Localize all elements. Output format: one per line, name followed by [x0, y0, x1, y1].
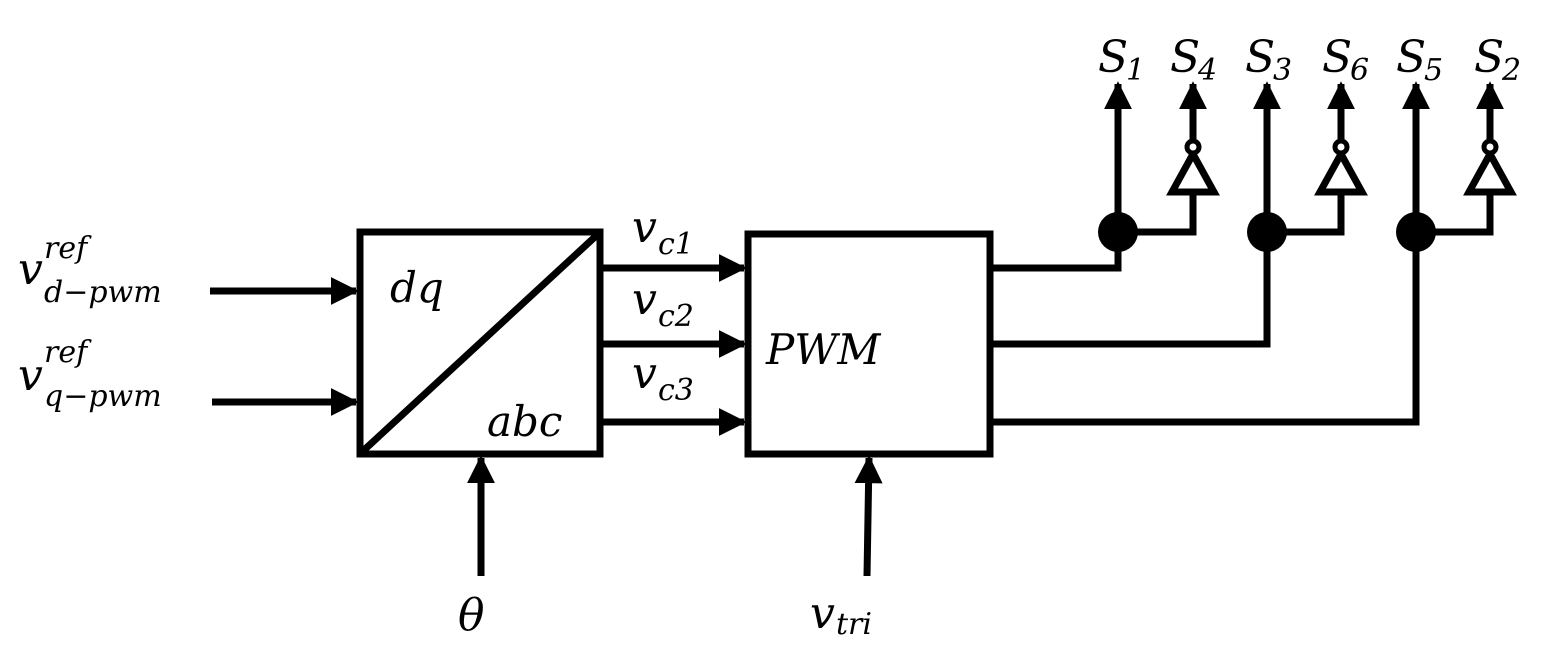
dq-label: dq [390, 263, 444, 312]
leg-b-branch-wire [1267, 194, 1345, 236]
leg-a-not-gate-icon [1166, 146, 1220, 196]
theta-label: θ [458, 590, 485, 641]
vc1-label: v c1 [632, 202, 694, 262]
leg-c-not-bubble-icon [1481, 138, 1499, 156]
vc3-label: v c3 [632, 348, 694, 408]
vq-ref-label: v ref q−pwm [18, 335, 162, 414]
pwm-block [744, 230, 994, 458]
vc2-label: v c2 [632, 274, 694, 334]
phase-b-output-wire [990, 232, 1271, 348]
leg-c-not-gate-icon [1463, 146, 1517, 196]
vtri-label: v tri [810, 588, 872, 642]
leg-a-branch-wire [1118, 194, 1197, 236]
pwm-label: PWM [765, 325, 881, 374]
leg-c-branch-wire [1416, 194, 1494, 236]
s6-label: S 6 [1322, 32, 1369, 88]
vtri-input-arrow [854, 455, 883, 577]
transform-block-diagonal [360, 232, 600, 454]
s5-label: S 5 [1396, 32, 1443, 88]
phase-c-output-wire [990, 232, 1420, 426]
leg-a-not-bubble-icon [1184, 138, 1202, 156]
s1-label: S 1 [1098, 32, 1145, 88]
s2-label: S 2 [1474, 32, 1521, 88]
abc-label: abc [487, 397, 562, 446]
s3-label: S 3 [1245, 32, 1292, 88]
vd-ref-label: v ref d−pwm [18, 231, 162, 310]
leg-b-not-gate-icon [1314, 146, 1368, 196]
leg-b-not-bubble-icon [1332, 138, 1350, 156]
s4-label: S 4 [1170, 32, 1217, 88]
